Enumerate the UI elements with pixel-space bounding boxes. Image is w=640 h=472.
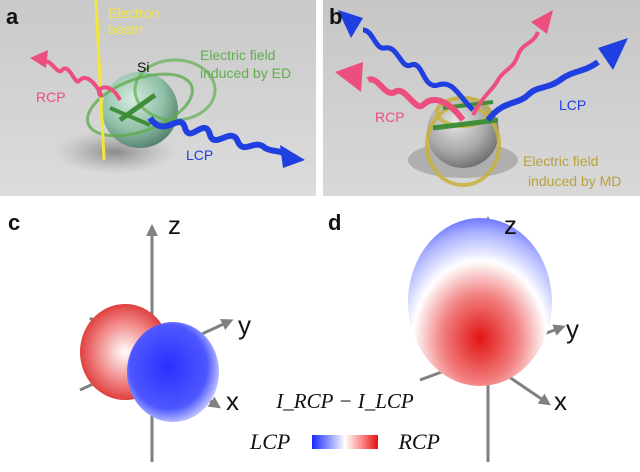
panel-a: a Electron beam Si RCP LCP Electric fiel…: [0, 0, 316, 196]
x-axis-label: x: [226, 386, 239, 416]
colorbar-min-label: LCP: [250, 429, 291, 454]
panel-c: c z y x: [0, 200, 320, 472]
lcp-helix-outgoing: [485, 59, 600, 122]
lcp-label: LCP: [186, 147, 213, 163]
lcp-arrowhead: [338, 10, 363, 38]
field-label-2: induced by ED: [200, 65, 291, 81]
atom-label: Si: [137, 59, 149, 75]
rcp-arrowhead: [531, 10, 553, 34]
rcp-arrowhead: [30, 50, 48, 68]
field-label-2: induced by MD: [528, 173, 621, 189]
panel-label: c: [8, 210, 20, 235]
lcp-helix-incoming: [362, 27, 475, 112]
sphere: [427, 96, 499, 168]
y-axis-label: y: [566, 314, 579, 344]
colorbar-max-label: RCP: [398, 429, 440, 454]
z-axis-label: z: [168, 210, 181, 240]
y-axis-label: y: [238, 310, 251, 340]
colorbar-gradient: [312, 435, 378, 449]
emission-sphere: [408, 218, 552, 386]
electric-field-loop: [86, 72, 194, 138]
dipole-arrow: [432, 117, 499, 131]
lcp-label: LCP: [559, 97, 586, 113]
rcp-label: RCP: [375, 109, 405, 125]
panel-label: a: [6, 4, 19, 29]
panel-b: b RCP LCP Electric field induced by MD: [323, 0, 640, 196]
x-axis-label: x: [554, 386, 567, 416]
field-label-1: Electric field: [523, 153, 598, 169]
electron-beam-label-2: beam: [108, 21, 143, 37]
lcp-lobe: [127, 322, 219, 422]
colorbar-row: LCP RCP: [250, 429, 440, 455]
panel-d: d z y x: [320, 200, 640, 472]
panel-label: d: [328, 210, 341, 235]
lcp-arrowhead: [598, 38, 628, 70]
colorbar-legend: I_RCP − I_LCP LCP RCP: [250, 385, 440, 465]
dipole-arrow: [109, 106, 151, 127]
rcp-helix: [43, 59, 122, 102]
rcp-helix-left: [366, 76, 466, 122]
electron-beam: [94, 0, 106, 161]
lcp-arrowhead: [280, 145, 305, 168]
lcp-helix: [147, 116, 290, 158]
rcp-helix-right: [471, 31, 540, 116]
si-sphere: [102, 72, 178, 148]
field-label-1: Electric field: [200, 47, 275, 63]
rcp-arrowhead: [335, 62, 363, 92]
z-axis-label: z: [504, 210, 517, 240]
colorbar-title: I_RCP − I_LCP: [276, 389, 414, 413]
electron-beam-label-1: Electron: [108, 5, 159, 21]
panel-label: b: [329, 4, 342, 29]
rcp-label: RCP: [36, 89, 66, 105]
